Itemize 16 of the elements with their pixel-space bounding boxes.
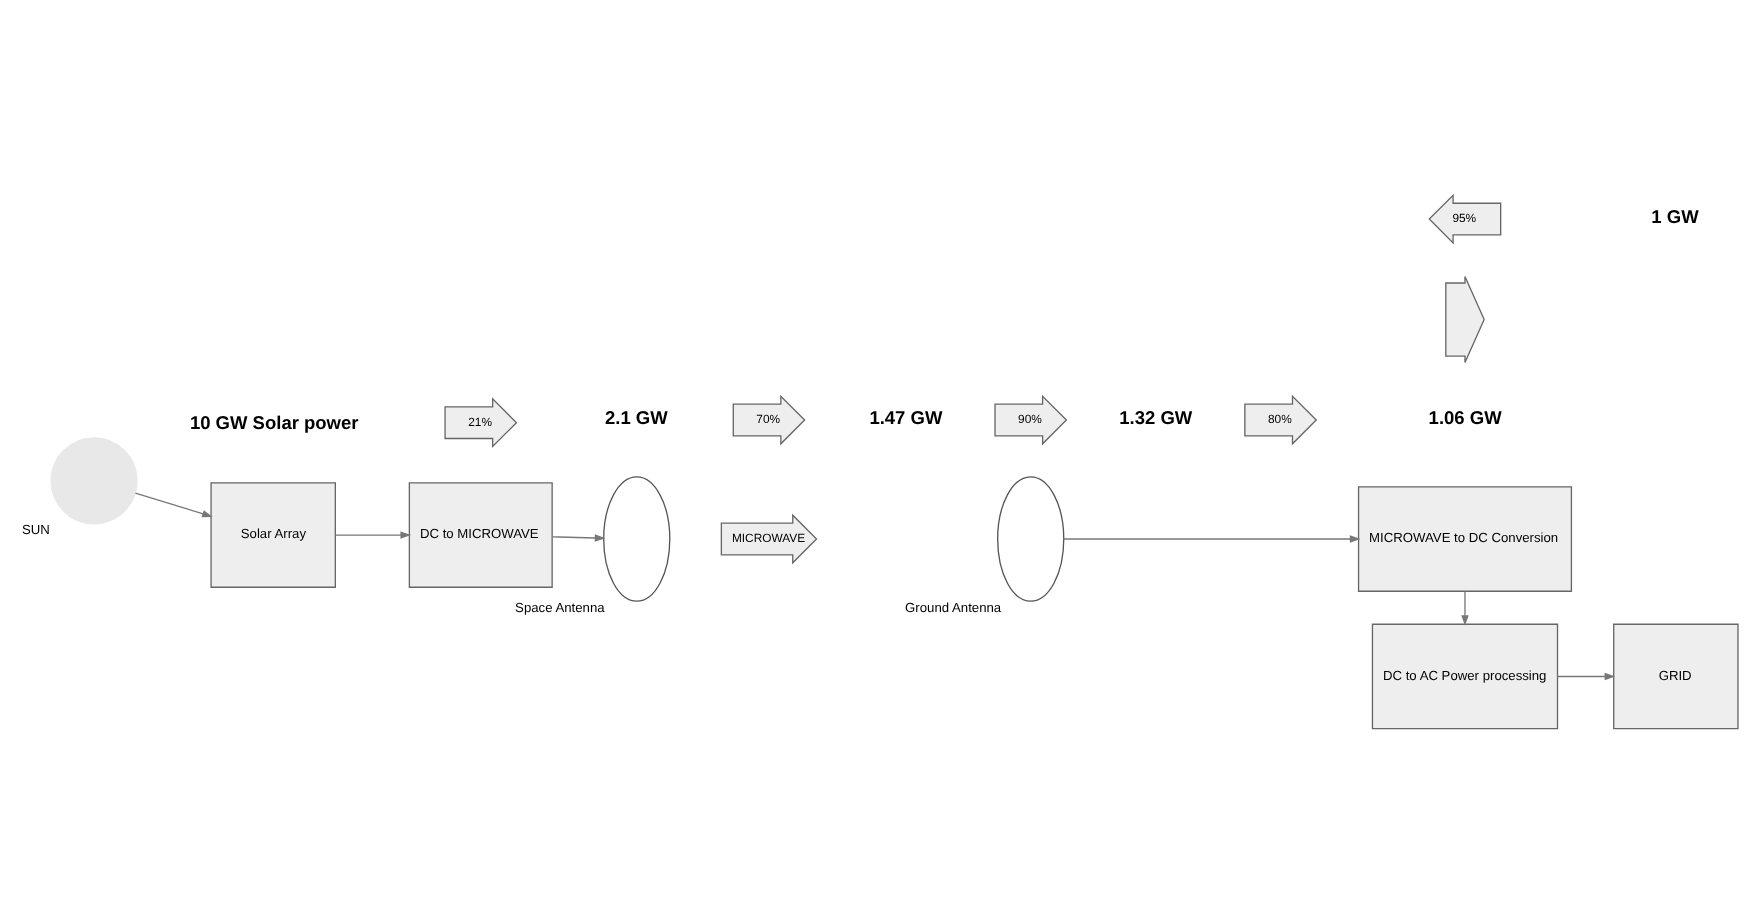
arrow bbox=[551, 534, 606, 542]
node-text: 1.47 GW bbox=[869, 407, 943, 428]
arrow bbox=[1063, 535, 1361, 543]
arrow bbox=[1461, 590, 1469, 626]
node-arrow bbox=[1445, 275, 1485, 364]
arrow bbox=[134, 492, 213, 518]
node-text: 1.32 GW bbox=[1119, 407, 1193, 428]
arrow bbox=[1556, 672, 1616, 681]
node-arc bbox=[997, 476, 1065, 602]
node-text: 10 GW Solar power bbox=[189, 412, 359, 433]
node-circle bbox=[50, 437, 138, 525]
node-text: 2.1 GW bbox=[605, 407, 668, 428]
node-text: 1.06 GW bbox=[1428, 407, 1502, 428]
node-text: 1 GW bbox=[1651, 206, 1699, 227]
arrow bbox=[334, 531, 412, 539]
node-arc bbox=[603, 476, 671, 602]
